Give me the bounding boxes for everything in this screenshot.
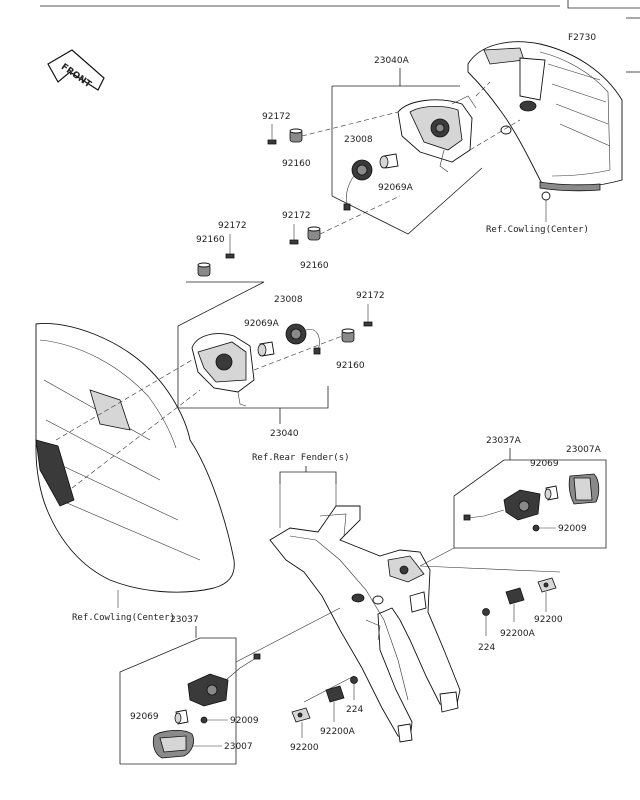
bulb-92069-2 [174, 709, 189, 725]
lamp-assembly-23040 [191, 333, 255, 407]
screw-92172-3 [225, 234, 235, 259]
label-23037: 23037 [170, 615, 199, 625]
label-23007A: 23007A [566, 445, 602, 455]
lens-23007A [568, 473, 600, 505]
label-23040: 23040 [270, 429, 299, 439]
label-92160-4: 92160 [336, 361, 365, 371]
screw-92172-4 [363, 304, 373, 327]
screw-92009-2 [200, 716, 228, 724]
grommet-92160-3 [197, 262, 211, 277]
label-92069A-2: 92069A [244, 319, 280, 329]
label-92172-1: 92172 [262, 112, 291, 122]
lamp-assembly-23040A [397, 95, 477, 173]
page-border [40, 0, 640, 73]
socket-23008-2 [285, 323, 321, 355]
label-23040A: 23040A [374, 56, 410, 66]
screw-92009-1 [532, 524, 556, 532]
lens-23007 [152, 730, 194, 759]
ref-rear-fender: Ref.Rear Fender(s) [252, 453, 350, 463]
label-92160-1: 92160 [282, 159, 311, 169]
label-92172-4: 92172 [356, 291, 385, 301]
label-224-1: 224 [478, 643, 495, 653]
grommet-92160-2 [307, 226, 321, 241]
label-92172-3: 92172 [218, 221, 247, 231]
figure-code: F2730 [568, 33, 596, 43]
label-23037A: 23037A [486, 436, 522, 446]
label-23008-2: 23008 [274, 295, 303, 305]
grommet-92160-4 [341, 328, 355, 343]
plate-92200-1 [537, 577, 557, 593]
nut-224-2 [350, 676, 358, 684]
bulb-92069-1 [544, 485, 559, 501]
signal-housing-23037A [463, 489, 541, 521]
label-92200-1: 92200 [534, 615, 563, 625]
screw-92172-1 [267, 124, 277, 145]
label-92009-2: 92009 [230, 716, 259, 726]
label-92069A-1: 92069A [378, 183, 414, 193]
label-92200A-1: 92200A [500, 629, 536, 639]
grommet-92160-1 [289, 128, 303, 143]
label-92160-2: 92160 [300, 261, 329, 271]
signal-housing-23037 [187, 653, 261, 707]
rear-fender [269, 505, 461, 743]
label-92160-3: 92160 [196, 235, 225, 245]
cowling-center-lower [35, 323, 235, 593]
plate-92200A-2 [325, 685, 345, 703]
label-224-2: 224 [346, 705, 363, 715]
ref-cowling-center-top: Ref.Cowling(Center) [486, 225, 589, 235]
label-23007: 23007 [224, 742, 253, 752]
bulb-92069A-1 [379, 153, 399, 169]
label-23008-1: 23008 [344, 135, 373, 145]
label-92200A-2: 92200A [320, 727, 356, 737]
label-92069-1: 92069 [530, 459, 559, 469]
ref-cowling-center-bottom: Ref.Cowling(Center) [72, 613, 175, 623]
label-92009-1: 92009 [558, 524, 587, 534]
label-92172-2: 92172 [282, 211, 311, 221]
front-arrow-icon: FRONT [47, 49, 105, 91]
plate-92200A-1 [505, 587, 525, 605]
socket-23008-1 [343, 159, 373, 211]
plate-92200-2 [291, 707, 311, 723]
cowling-center-upper [467, 41, 623, 201]
screw-92172-2 [289, 224, 299, 245]
nut-224-1 [482, 608, 490, 616]
label-92069-2: 92069 [130, 712, 159, 722]
label-92200-2: 92200 [290, 743, 319, 753]
bulb-92069A-2 [257, 341, 275, 357]
